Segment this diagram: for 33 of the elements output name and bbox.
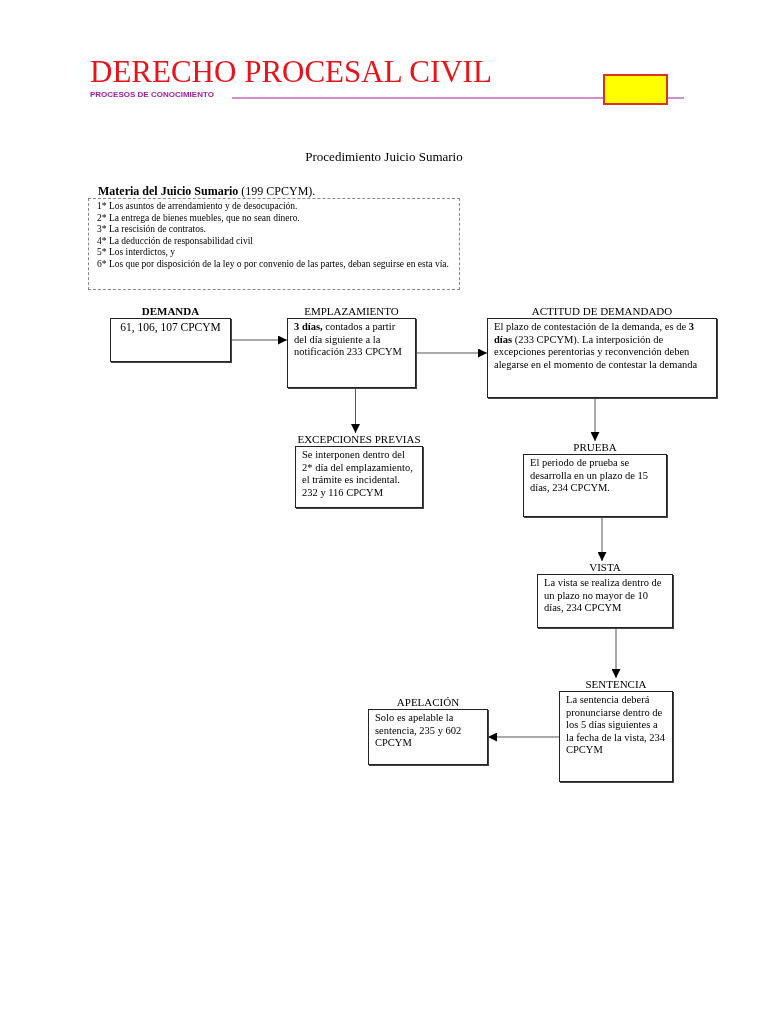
- list-item: 5* Los interdictos, y: [97, 247, 177, 259]
- step-heading: DEMANDA: [140, 305, 201, 318]
- step-heading: EMPLAZAMIENTO: [303, 305, 400, 318]
- step-heading: SENTENCIA: [584, 678, 648, 691]
- arrow: [230, 335, 288, 345]
- step-heading: VISTA: [588, 561, 622, 574]
- step-description: El plazo de contestación de la demanda, es de 3 días (233 CPCYM). La interposición de excepciones perentorias y reconvención deben alegarse en el momento de contestar la demanda: [494, 321, 699, 371]
- step-description: Solo es apelable la sentencia, 235 y 602 CPCYM: [375, 712, 463, 750]
- step-heading: EXCEPCIONES PREVIAS: [296, 433, 422, 446]
- list-item: 4* La deducción de responsabilidad civil: [97, 235, 254, 247]
- arrow: [590, 397, 600, 442]
- list-item: 2* La entrega de bienes muebles, que no sean dinero.: [97, 212, 301, 224]
- arrow: [597, 516, 607, 562]
- step-description: El periodo de prueba se desarrolla en un plazo de 15 días, 234 CPCYM.: [530, 457, 650, 495]
- arrow: [487, 732, 560, 742]
- section-subtitle: PROCESOS DE CONOCIMIENTO: [90, 90, 214, 99]
- arrow: [611, 627, 621, 679]
- step-description: La vista se realiza dentro de un plazo no mayor de 10 días, 234 CPCYM: [544, 577, 663, 615]
- step-description: La sentencia deberá pronunciarse dentro de los 5 días siguientes a la fecha de la vista, 234 CPCYM: [566, 694, 666, 757]
- step-description: 3 días, contados a partir del día siguiente a la notificación 233 CPCYM: [294, 321, 403, 359]
- step-heading: PRUEBA: [572, 441, 618, 454]
- list-item: 1* Los asuntos de arrendamiento y de desocupación.: [97, 201, 299, 213]
- page-title: DERECHO PROCESAL CIVIL: [90, 54, 492, 90]
- step-heading: APELACIÓN: [395, 696, 461, 709]
- step-description: 61, 106, 107 CPCYM: [119, 321, 222, 334]
- list-item: 6* Los que por disposición de la ley o por convenio de las partes, deban seguirse en esta vía.: [97, 258, 450, 270]
- step-heading: ACTITUD DE DEMANDADO: [530, 305, 674, 318]
- list-item: 3* La rescisión de contratos.: [97, 224, 207, 236]
- step-description: Se interponen dentro del 2* día del emplazamiento, el trámite es incidental. 232 y 116 CPCYM: [302, 449, 414, 499]
- arrow: [415, 348, 488, 358]
- diagram-heading: Procedimiento Juicio Sumario: [304, 149, 464, 165]
- list-heading: Materia del Juicio Sumario (199 CPCYM).: [97, 185, 317, 198]
- arrow: [351, 387, 360, 434]
